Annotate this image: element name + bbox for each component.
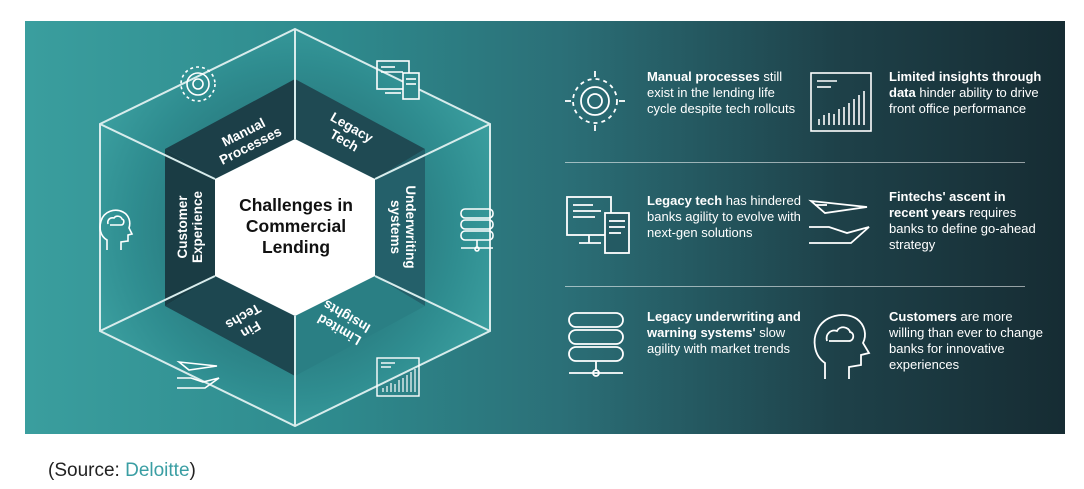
source-prefix: (Source: — [48, 460, 126, 481]
challenge-item-underwriting: Legacy underwriting and warning systems'… — [565, 309, 805, 381]
section-divider — [565, 162, 1025, 163]
bar-chart-icon — [376, 357, 420, 397]
challenge-text: Legacy underwriting and warning systems'… — [647, 309, 801, 356]
source-citation: (Source: Deloitte) — [48, 460, 196, 482]
challenge-text: Manual processes still exist in the lend… — [647, 69, 796, 116]
divider-line — [99, 123, 216, 180]
divider-line — [374, 123, 491, 180]
challenge-text: Fintechs' ascent in recent years require… — [889, 189, 1036, 252]
challenge-item-fintechs: Fintechs' ascent in recent years require… — [807, 189, 1047, 261]
computer-icon — [566, 196, 630, 254]
computer-icon — [376, 60, 420, 100]
segment-limited-insights — [295, 276, 425, 376]
source-link[interactable]: Deloitte — [125, 460, 190, 481]
segment-label-underwriting: Underwriting systems — [388, 185, 418, 269]
challenge-item-customers: Customers are more willing than ever to … — [807, 309, 1047, 381]
paper-plane-hand-icon — [808, 199, 870, 244]
database-icon — [568, 312, 624, 377]
gear-icon — [180, 66, 216, 102]
segment-fin-techs — [165, 276, 295, 376]
segment-legacy-tech — [295, 79, 425, 179]
challenge-text: Customers are more willing than ever to … — [889, 309, 1043, 372]
segment-label-customer-experience: Customer Experience — [175, 190, 205, 264]
challenge-text: Legacy tech has hindered banks agility t… — [647, 193, 801, 240]
hexagon-diagram — [99, 27, 491, 428]
bar-chart-icon — [810, 72, 872, 132]
source-suffix: ) — [189, 460, 196, 481]
challenge-item-insights: Limited insights through data hinder abi… — [807, 69, 1047, 141]
inner-hexagon — [215, 139, 375, 316]
database-icon — [460, 208, 494, 252]
head-profile-icon — [813, 314, 871, 379]
center-title: Challenges in Commercial Lending — [239, 195, 353, 257]
divider-line — [374, 275, 491, 332]
challenge-item-manual: Manual processes still exist in the lend… — [565, 69, 805, 141]
gear-icon — [565, 71, 625, 131]
segment-underwriting — [375, 149, 425, 306]
challenge-text: Limited insights through data hinder abi… — [889, 69, 1042, 116]
section-divider — [565, 286, 1025, 287]
segment-manual-processes — [165, 79, 295, 179]
head-profile-icon — [99, 209, 134, 250]
divider-line — [99, 275, 216, 332]
challenge-item-legacy-tech: Legacy tech has hindered banks agility t… — [565, 193, 805, 265]
paper-plane-hand-icon — [176, 360, 220, 389]
challenges-infographic: Manual Processes Legacy Tech Underwritin… — [25, 21, 1065, 434]
segment-customer-experience — [165, 149, 215, 306]
